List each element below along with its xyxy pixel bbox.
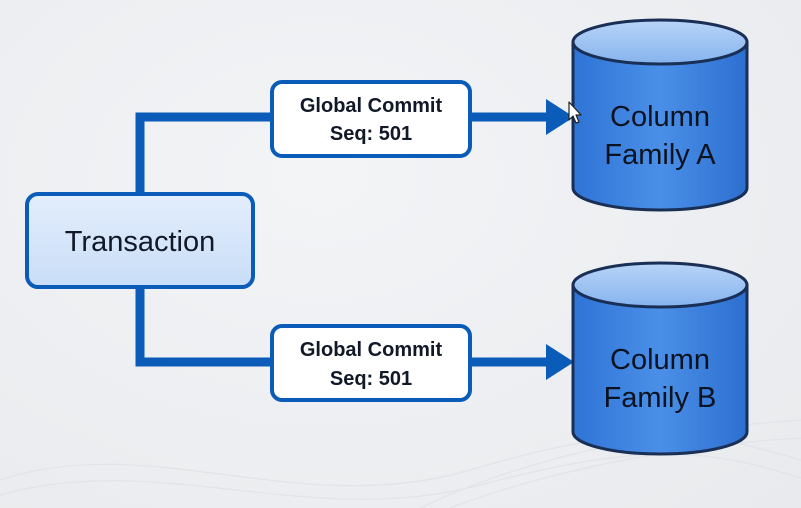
arrowhead-to-family-b [546, 344, 574, 380]
family-a-line1: Column [610, 101, 710, 133]
pointer-cursor-icon [568, 101, 582, 124]
commit-label-box-b: Global Commit Seq: 501 [270, 324, 472, 402]
column-family-b-cylinder: Column Family B [571, 261, 749, 456]
family-a-line2: Family A [604, 139, 716, 171]
commit-label-box-a: Global Commit Seq: 501 [270, 80, 472, 158]
family-b-line1: Column [610, 344, 710, 376]
transaction-box: Transaction [25, 192, 255, 289]
column-family-a-cylinder: Column Family A [571, 18, 749, 212]
transaction-label: Transaction [65, 226, 215, 258]
commit-label-b-line2: Seq: 501 [330, 368, 412, 390]
arrowhead-to-family-a [546, 99, 574, 135]
family-b-line2: Family B [604, 382, 717, 414]
commit-label-b-line1: Global Commit [300, 339, 443, 361]
commit-label-a-line2: Seq: 501 [330, 123, 412, 145]
commit-label-a-line1: Global Commit [300, 95, 443, 117]
